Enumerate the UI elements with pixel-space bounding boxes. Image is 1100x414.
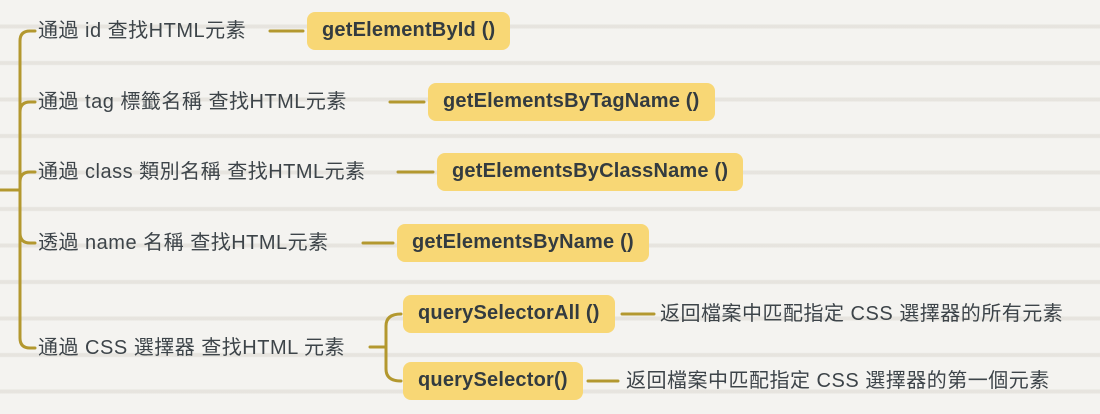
trunk-branch-1-connector [18, 29, 37, 192]
method-node-getelementsbyname[interactable]: getElementsByName () [397, 224, 649, 262]
branch-5-fork-connector [384, 312, 403, 383]
method-node-getelementbyid[interactable]: getElementById () [307, 12, 511, 50]
trunk-branch-2-connector [18, 100, 37, 192]
branch-label-class[interactable]: 通過 class 類別名稱 查找HTML元素 [38, 161, 366, 183]
branch-label-css-selector[interactable]: 通過 CSS 選擇器 查找HTML 元素 [38, 337, 346, 359]
trunk-branch-5-connector [18, 188, 37, 350]
branch-label-name[interactable]: 透過 name 名稱 查找HTML元素 [38, 232, 329, 254]
method-node-queryselector[interactable]: querySelector() [403, 362, 583, 400]
method-node-getelementsbytagname[interactable]: getElementsByTagName () [428, 83, 715, 121]
method-node-queryselectorall[interactable]: querySelectorAll () [403, 295, 615, 333]
method-node-getelementsbyclassname[interactable]: getElementsByClassName () [437, 153, 744, 191]
trunk-branch-3-connector [18, 170, 37, 192]
branch-label-id[interactable]: 通過 id 查找HTML元素 [38, 20, 247, 42]
trunk-branch-4-connector [18, 188, 37, 245]
branch-label-tag[interactable]: 通過 tag 標籤名稱 查找HTML元素 [38, 91, 347, 113]
description-queryselector: 返回檔案中匹配指定 CSS 選擇器的第一個元素 [626, 370, 1050, 392]
description-queryselectorall: 返回檔案中匹配指定 CSS 選擇器的所有元素 [660, 303, 1064, 325]
